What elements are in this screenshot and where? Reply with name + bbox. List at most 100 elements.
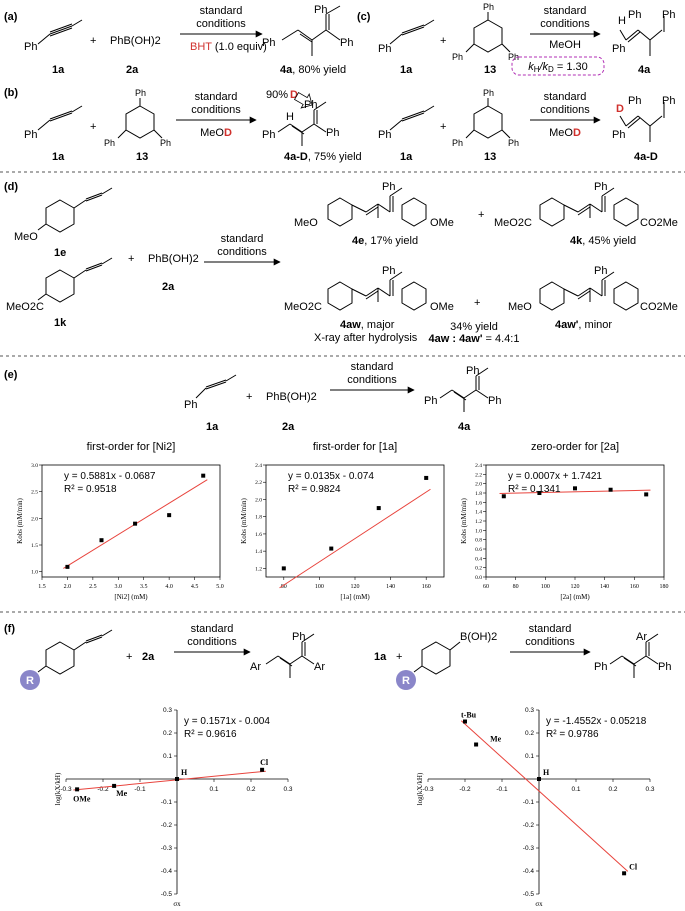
- aryl-boronic-acid-structure: [413, 641, 461, 675]
- fit-equation: y = 0.1571x - 0.004: [184, 716, 270, 727]
- y-tick-label: 0.2: [475, 566, 482, 572]
- y-tick-label: 1.6: [255, 532, 262, 538]
- chart-title: first-order for [1a]: [313, 441, 397, 453]
- compound-1a-label: 1a: [206, 421, 219, 433]
- y-axis-label: Kobs (mM/min): [460, 497, 468, 543]
- alkyne-1k-structure: [37, 257, 113, 303]
- ph-label: Ph: [24, 41, 37, 53]
- panel-d-tag: (d): [4, 181, 18, 193]
- alkyne-1a-structure: [389, 105, 435, 131]
- y-tick-label: -0.2: [523, 822, 535, 829]
- point-label: Me: [490, 735, 502, 744]
- x-tick-label: 0.2: [608, 786, 617, 793]
- r-squared: R² = 0.9518: [64, 484, 117, 495]
- boroxine-13-structure: [117, 98, 163, 139]
- data-point: [112, 783, 117, 788]
- y-tick-label: 1.0: [475, 528, 482, 534]
- co2me-label: CO2Me: [640, 301, 678, 313]
- product-4a-d-label: 4a-D: [634, 151, 658, 163]
- ph-label: Ph: [340, 37, 353, 49]
- ph-label: Ph: [262, 37, 275, 49]
- x-tick-label: 120: [571, 584, 580, 590]
- x-tick-label: 1.5: [38, 584, 46, 590]
- ph-label: Ph: [378, 43, 391, 55]
- compound-13-label: 13: [484, 151, 496, 163]
- x-tick-label: 180: [660, 584, 669, 590]
- ph-label: Ph: [135, 88, 146, 98]
- data-point: [133, 521, 138, 526]
- meo-label: MeO: [508, 301, 532, 313]
- panel-c-deuterium: Ph 1a + Ph Ph Ph 13 standard conditions …: [378, 88, 675, 163]
- data-point: [175, 777, 179, 781]
- y-tick-label: 0.2: [525, 730, 534, 737]
- x-axis-label: σx: [535, 900, 543, 908]
- y-tick-label: -0.5: [523, 891, 535, 898]
- boronic-acid-label: B(OH)2: [460, 631, 497, 643]
- chart-title: zero-order for [2a]: [531, 441, 619, 453]
- y-tick-label: 3.0: [31, 463, 38, 469]
- x-tick-label: -0.2: [459, 786, 471, 793]
- x-tick-label: 2.0: [64, 584, 72, 590]
- x-tick-label: 4.0: [165, 584, 173, 590]
- reagent-phboh2: PhB(OH)2: [148, 253, 199, 265]
- arrow-label: standard: [195, 91, 238, 103]
- compound-1a-label: 1a: [52, 151, 65, 163]
- product-4a-label: 4a: [458, 421, 471, 433]
- x-tick-label: -0.2: [97, 786, 109, 793]
- compound-1a-label: 1a: [52, 64, 65, 76]
- ome-label: OMe: [430, 217, 454, 229]
- arrow-label: standard: [544, 91, 587, 103]
- panel-a-tag: (a): [4, 11, 18, 23]
- diene-4a-structure: [439, 367, 489, 412]
- deuterium-label: D: [616, 103, 624, 115]
- y-tick-label: 1.8: [255, 515, 262, 521]
- y-tick-label: -0.3: [523, 845, 535, 852]
- x-tick-label: -0.1: [134, 786, 146, 793]
- h-label: H: [618, 15, 626, 27]
- yield-text: , 75% yield: [308, 151, 362, 163]
- x-tick-label: 160: [422, 584, 431, 590]
- hollow-arrow-icon: [293, 91, 313, 109]
- x-tick-label: -0.1: [496, 786, 508, 793]
- fit-equation: y = 0.5881x - 0.0687: [64, 471, 156, 482]
- ph-label: Ph: [292, 631, 305, 643]
- svg-text:4aw, major: 4aw, major: [340, 319, 395, 331]
- data-point: [75, 787, 80, 792]
- solvent-label: MeOD: [200, 127, 232, 139]
- ph-label: Ph: [104, 138, 115, 148]
- yield-text: , 80% yield: [292, 64, 346, 76]
- data-point: [537, 777, 541, 781]
- fit-line: [279, 488, 431, 589]
- ph-label: Ph: [184, 399, 197, 411]
- y-tick-label: -0.1: [523, 799, 535, 806]
- diene-4a-structure: [281, 5, 341, 56]
- data-point: [573, 486, 577, 491]
- r-label: R: [402, 675, 410, 687]
- x-tick-label: 3.0: [115, 584, 123, 590]
- meo2c-label: MeO2C: [6, 301, 44, 313]
- combined-yield: 34% yield: [450, 321, 498, 333]
- arrow-label: conditions: [187, 636, 237, 648]
- plus-sign: +: [90, 35, 96, 47]
- compound-13-label: 13: [136, 151, 148, 163]
- diene-4a-d-structure: [619, 102, 665, 142]
- ph-label: Ph: [662, 95, 675, 107]
- y-tick-label: -0.4: [161, 868, 173, 875]
- y-tick-label: 1.8: [475, 491, 482, 497]
- y-axis-label: log(kX/kH): [54, 772, 62, 805]
- ph-label: Ph: [314, 4, 327, 16]
- x-tick-label: 140: [600, 584, 609, 590]
- x-tick-label: 3.5: [140, 584, 148, 590]
- compound-1a-label: 1a: [374, 651, 387, 663]
- ph-label: Ph: [24, 129, 37, 141]
- ph-label: Ph: [658, 661, 671, 673]
- fit-line: [460, 720, 629, 872]
- plus-sign: +: [90, 121, 96, 133]
- x-tick-label: 0.1: [209, 786, 218, 793]
- ar-label: Ar: [636, 631, 647, 643]
- data-point: [260, 767, 265, 772]
- fit-equation: y = 0.0135x - 0.074: [288, 471, 374, 482]
- y-tick-label: 1.2: [255, 566, 262, 572]
- data-point: [281, 566, 286, 571]
- x-tick-label: 140: [386, 584, 395, 590]
